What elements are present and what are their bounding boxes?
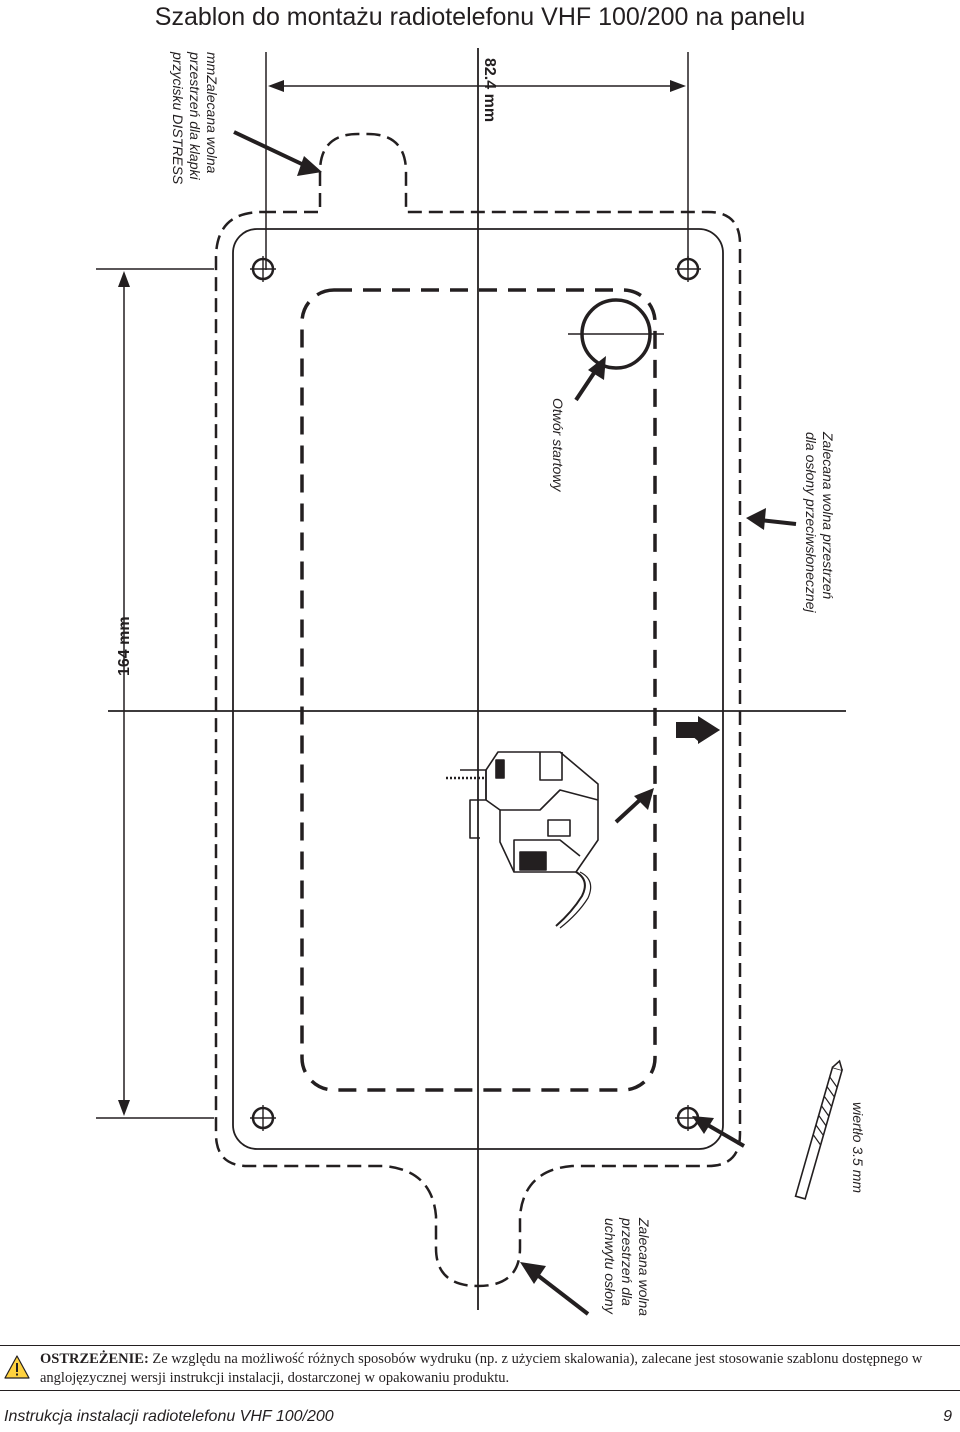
drill-bit-label: wiertło 3.5 mm xyxy=(850,1102,866,1194)
sunshade-leader-arrow xyxy=(759,518,797,526)
distress-arrowhead xyxy=(297,156,322,176)
width-arrowhead-left xyxy=(268,80,284,92)
jigsaw-leader-arrow xyxy=(614,796,644,824)
warning-triangle-icon xyxy=(4,1355,30,1379)
footer-manual-title: Instrukcja instalacji radiotelefonu VHF … xyxy=(4,1408,334,1425)
start-hole-label: Otwór startowy xyxy=(550,398,566,492)
sunshade-arrowhead xyxy=(746,508,766,530)
cutout-outline xyxy=(300,288,657,1092)
height-arrowhead-bottom xyxy=(118,1100,130,1116)
warning-message: Ze względu na możliwość różnych sposobów… xyxy=(40,1351,923,1386)
bracket-clearance-arrowhead xyxy=(520,1262,546,1284)
mounting-hole-bottom-left xyxy=(250,1105,276,1131)
jigsaw-icon xyxy=(446,751,599,929)
warning-label: OSTRZEŻENIE: xyxy=(40,1351,149,1367)
warning-box: OSTRZEŻENIE: Ze względu na możliwość róż… xyxy=(0,1345,960,1391)
width-dimension-label: 82.4 mm xyxy=(481,58,498,123)
height-dimension-label: 164 mm xyxy=(116,616,133,676)
start-hole-arrowhead xyxy=(588,356,606,380)
mounting-hole-top-right xyxy=(675,256,701,282)
width-arrowhead-right xyxy=(670,80,686,92)
page-title: Szablon do montażu radiotelefonu VHF 100… xyxy=(154,3,806,31)
drill-bit-icon xyxy=(794,1059,844,1200)
drill-arrowhead xyxy=(692,1116,714,1134)
footer-page-number: 9 xyxy=(943,1408,952,1425)
mounting-template-drawing xyxy=(96,48,846,1316)
distress-clearance-label: mmZalecana wolna przestrzeń dla klapki p… xyxy=(170,52,220,185)
start-hole-leader-arrow xyxy=(574,368,598,402)
direction-arrow-icon-shape xyxy=(676,716,720,744)
bracket-clearance-leader-arrow xyxy=(534,1272,590,1316)
drill-leader-arrow xyxy=(704,1122,746,1148)
start-hole xyxy=(568,298,664,370)
jigsaw-arrowhead xyxy=(634,788,654,810)
warning-text: OSTRZEŻENIE: Ze względu na możliwość róż… xyxy=(40,1350,940,1388)
bracket-clearance-label: Zalecana wolna przestrzeń dla uchwytu os… xyxy=(602,1218,652,1317)
height-arrowhead-top xyxy=(118,271,130,287)
sunshade-clearance-label: Zalecana wolna przestrzeń dla osłony prz… xyxy=(803,432,836,613)
mounting-hole-top-left xyxy=(250,256,276,282)
distress-leader-arrow xyxy=(233,130,307,168)
